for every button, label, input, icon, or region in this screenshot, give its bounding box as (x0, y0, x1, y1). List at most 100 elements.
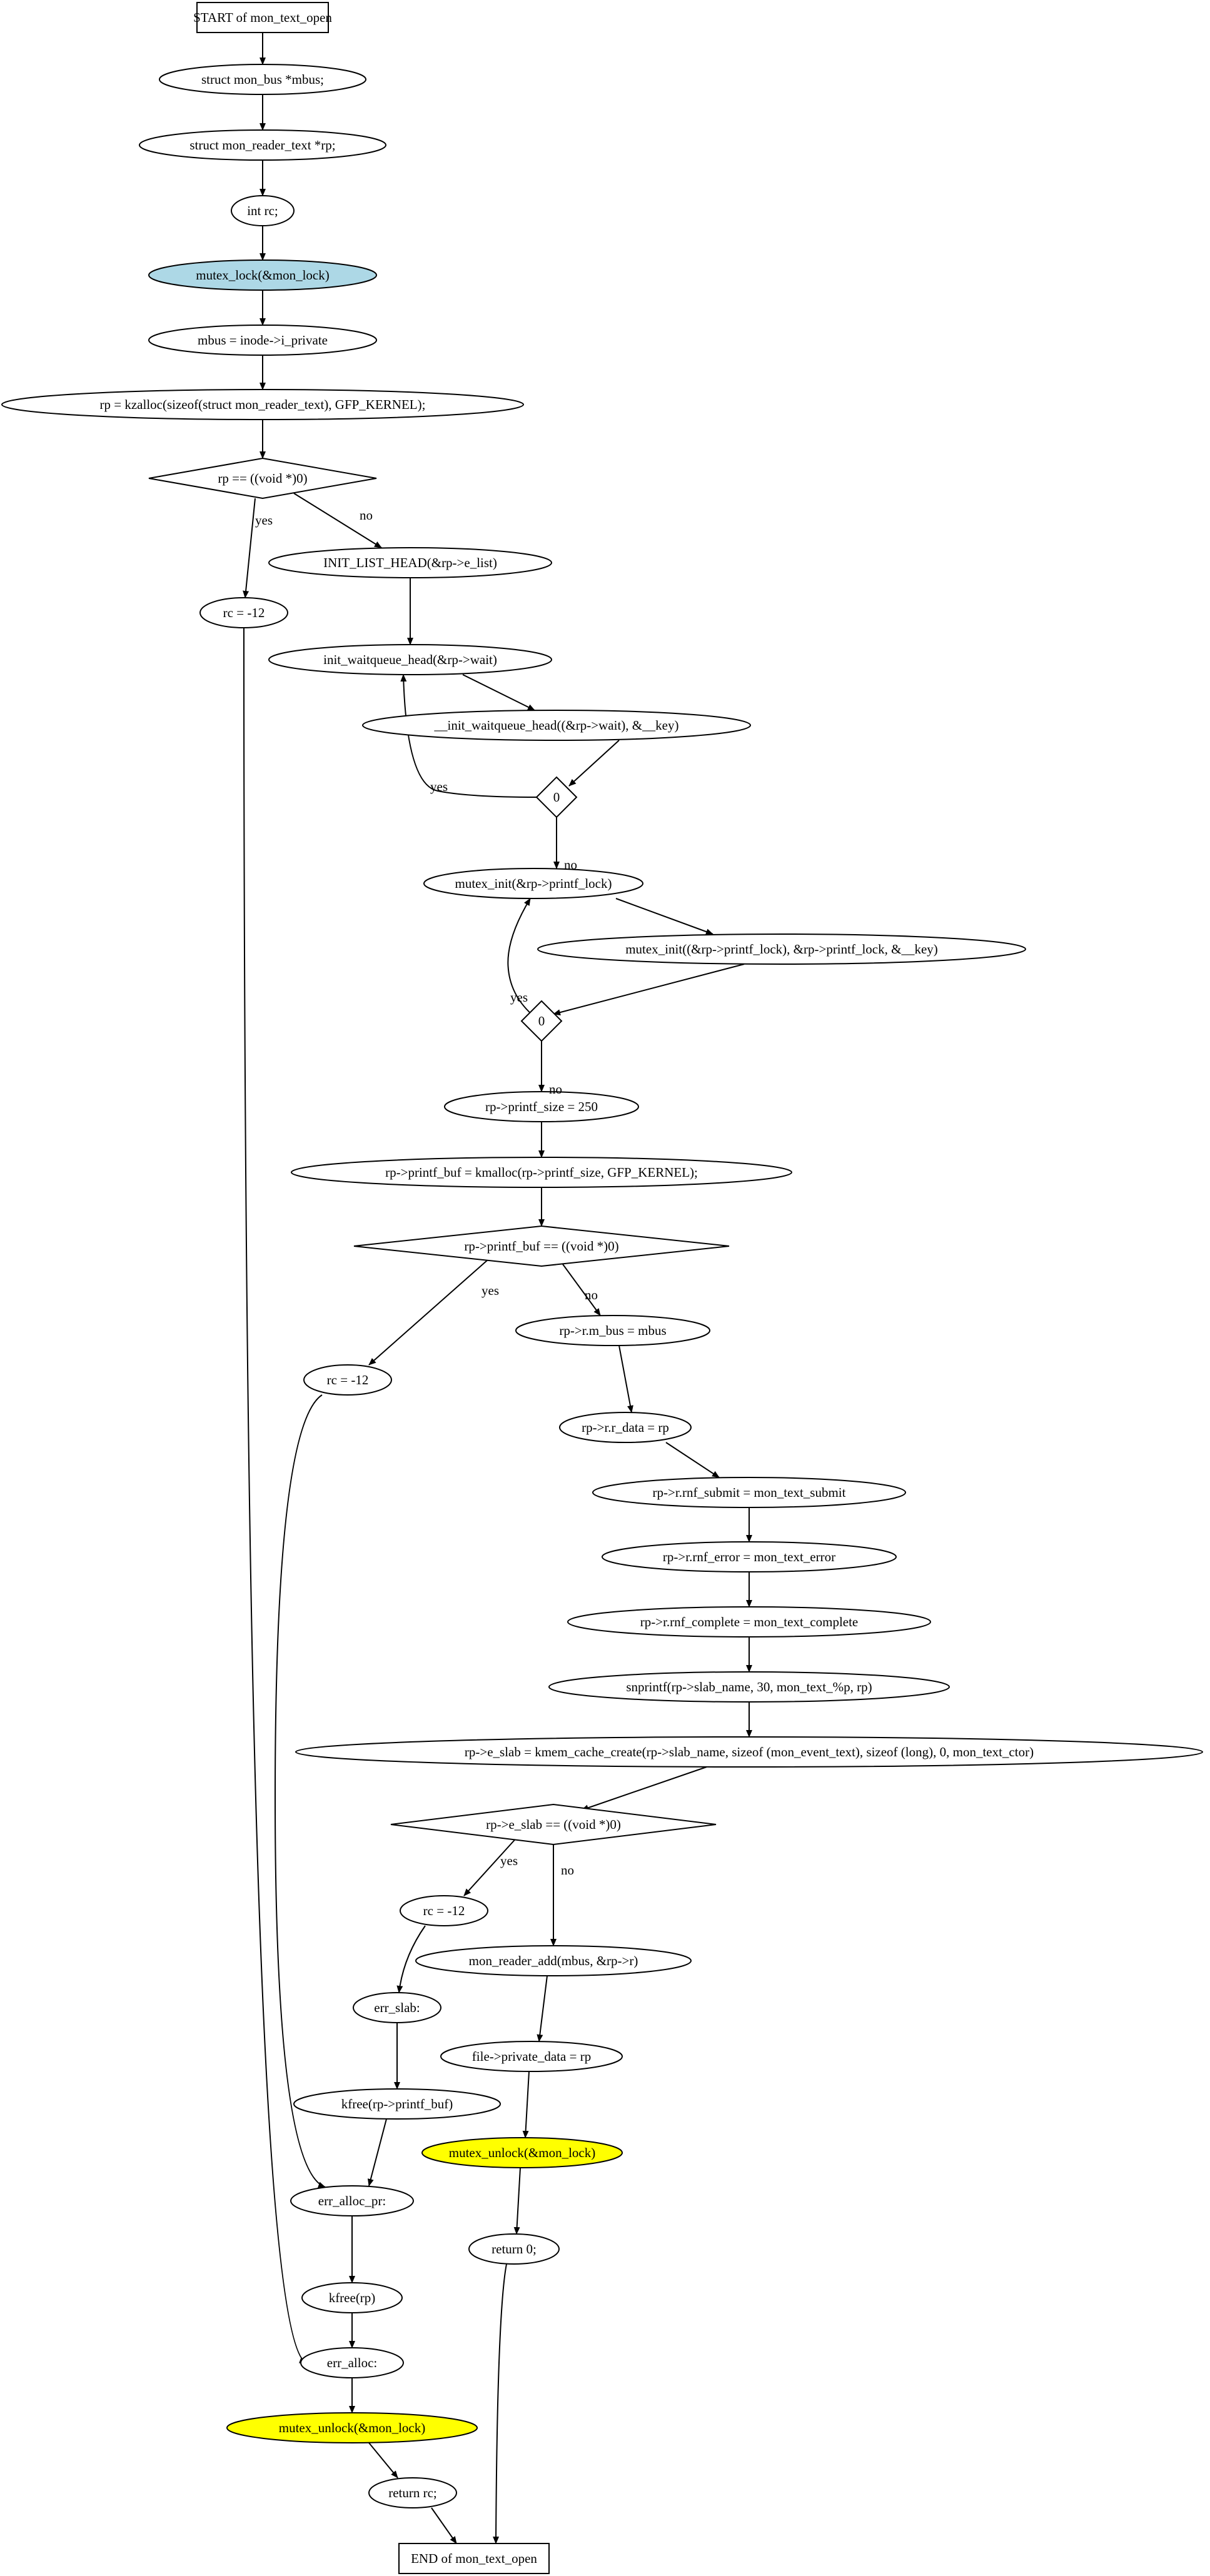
node-label: rp->r.rnf_error = mon_text_error (663, 1549, 835, 1564)
statement-ellipse (1, 389, 524, 420)
node-struct-mon-reader-text-rp: struct mon_reader_text *rp; (139, 129, 386, 161)
node-rp-printf-size-250: rp->printf_size = 250 (444, 1091, 639, 1122)
terminal-box (398, 2543, 550, 2574)
node-int-rc: int rc; (231, 195, 295, 226)
node-rp-printf-buf-kmalloc-rp-printf-size-gfp-kernel: rp->printf_buf = kmalloc(rp->printf_size… (291, 1157, 792, 1188)
node-label: kfree(rp) (329, 2290, 376, 2305)
node-file-private-data-rp: file->private_data = rp (440, 2041, 623, 2072)
decision-diamond (520, 1000, 563, 1042)
node-label: INIT_LIST_HEAD(&rp->e_list) (323, 555, 497, 570)
node-label: int rc; (247, 203, 278, 218)
node-err-alloc: err_alloc: (300, 2347, 404, 2378)
node-label: rc = -12 (223, 605, 265, 620)
node-label: mutex_unlock(&mon_lock) (449, 2145, 595, 2160)
node-init-list-head-rp-e-list: INIT_LIST_HEAD(&rp->e_list) (268, 547, 552, 578)
edge-n27-n29 (367, 2118, 387, 2186)
node-return-rc: return rc; (368, 2477, 457, 2508)
edge-label-no: no (360, 508, 373, 523)
edge-n26-n28 (522, 2071, 530, 2138)
node-0: 0 (520, 1000, 563, 1042)
node-rp-printf-buf-void-0: rp->printf_buf == ((void *)0) (353, 1225, 730, 1267)
statement-ellipse (423, 868, 643, 899)
node-rc-12: rc = -12 (199, 597, 288, 628)
statement-ellipse (148, 325, 377, 356)
node-label: rp = kzalloc(sizeof(struct mon_reader_te… (100, 397, 426, 412)
statement-ellipse (415, 1945, 692, 1976)
node-rp-kzalloc-sizeof-struct-mon-reader-text-gfp-kernel: rp = kzalloc(sizeof(struct mon_reader_te… (1, 389, 524, 420)
node-rp-r-rnf-submit-mon-text-submit: rp->r.rnf_submit = mon_text_submit (592, 1477, 906, 1508)
node-mutex-unlock-mon-lock: mutex_unlock(&mon_lock) (421, 2137, 623, 2168)
node-label: mutex_init(&rp->printf_lock) (455, 876, 612, 891)
statement-ellipse (300, 2347, 404, 2378)
node-label: return rc; (388, 2485, 437, 2500)
node-label: rp->printf_size = 250 (485, 1099, 598, 1114)
edge-label-no: no (564, 857, 577, 872)
edge-label-no: no (549, 1082, 562, 1097)
edge-label-no: no (585, 1287, 598, 1302)
edge-n23-n25 (396, 1925, 426, 1993)
node-label: err_alloc_pr: (318, 2193, 386, 2208)
edge-label-yes: yes (481, 1283, 499, 1298)
statement-ellipse (293, 2088, 501, 2120)
node-end-of-mon-text-open: END of mon_text_open (398, 2543, 550, 2574)
edge-d1-n7 (293, 493, 382, 548)
statement-ellipse (421, 2137, 623, 2168)
statement-ellipse (602, 1541, 897, 1572)
edge-d3-n11 (507, 898, 532, 1015)
node-label: struct mon_reader_text *rp; (189, 138, 335, 153)
statement-ellipse (567, 1606, 931, 1638)
node-err-slab: err_slab: (353, 1992, 441, 2023)
edge-d5-n23 (463, 1834, 520, 1896)
edge-d4-n15 (562, 1264, 601, 1316)
node-label: rc = -12 (423, 1903, 465, 1918)
statement-ellipse (268, 547, 552, 578)
statement-ellipse (291, 1157, 792, 1188)
edge-n11-n12 (615, 898, 713, 935)
node-label: struct mon_bus *mbus; (201, 72, 324, 87)
edge-n16-n29 (274, 1394, 326, 2188)
node-label: mutex_init((&rp->printf_lock), &rp->prin… (625, 942, 938, 957)
node-label: rp->r.m_bus = mbus (559, 1323, 666, 1338)
edge-n34-end (431, 2507, 457, 2544)
decision-diamond (148, 457, 377, 500)
node-err-alloc-pr: err_alloc_pr: (290, 2185, 414, 2216)
node-start-of-mon-text-open: START of mon_text_open (193, 2, 332, 33)
node-kfree-rp-printf-buf: kfree(rp->printf_buf) (293, 2088, 501, 2120)
node-label: END of mon_text_open (411, 2551, 537, 2566)
terminal-box (196, 2, 329, 33)
statement-ellipse (295, 1736, 1203, 1768)
edge-n8-n32 (243, 627, 307, 2363)
node-rp-void-0: rp == ((void *)0) (148, 457, 377, 500)
node-mutex-lock-mon-lock: mutex_lock(&mon_lock) (148, 259, 377, 291)
node-mutex-init-rp-printf-lock: mutex_init(&rp->printf_lock) (423, 868, 643, 899)
statement-ellipse (159, 64, 366, 95)
node-rp-r-rnf-error-mon-text-error: rp->r.rnf_error = mon_text_error (602, 1541, 897, 1572)
node-mon-reader-add-mbus-rp-r: mon_reader_add(mbus, &rp->r) (415, 1945, 692, 1976)
node-label: err_slab: (374, 2000, 420, 2015)
edge-n30-end (493, 2263, 507, 2544)
statement-ellipse (353, 1992, 441, 2023)
node-rp-r-rnf-complete-mon-text-complete: rp->r.rnf_complete = mon_text_complete (567, 1606, 931, 1638)
node-label: return 0; (492, 2241, 537, 2257)
node-rp-r-m-bus-mbus: rp->r.m_bus = mbus (515, 1315, 710, 1346)
decision-diamond (390, 1803, 717, 1846)
statement-ellipse (290, 2185, 414, 2216)
node-kfree-rp: kfree(rp) (301, 2282, 403, 2313)
edge-n10-d2 (568, 740, 620, 787)
edge-label-yes: yes (500, 1853, 518, 1868)
statement-ellipse (592, 1477, 906, 1508)
node-init-waitqueue-head-rp-wait-key: __init_waitqueue_head((&rp->wait), &__ke… (362, 710, 751, 741)
statement-ellipse (139, 129, 386, 161)
node-label: init_waitqueue_head(&rp->wait) (323, 652, 497, 667)
statement-ellipse (559, 1412, 692, 1443)
statement-ellipse (537, 933, 1026, 965)
node-label: rp->e_slab = kmem_cache_create(rp->slab_… (465, 1744, 1034, 1759)
statement-ellipse (444, 1091, 639, 1122)
node-init-waitqueue-head-rp-wait: init_waitqueue_head(&rp->wait) (268, 644, 552, 675)
statement-ellipse (148, 259, 377, 291)
node-label: rp->printf_buf = kmalloc(rp->printf_size… (385, 1165, 698, 1180)
statement-ellipse (226, 2412, 478, 2443)
node-label: snprintf(rp->slab_name, 30, mon_text_%p,… (626, 1679, 872, 1694)
statement-ellipse (468, 2233, 560, 2265)
